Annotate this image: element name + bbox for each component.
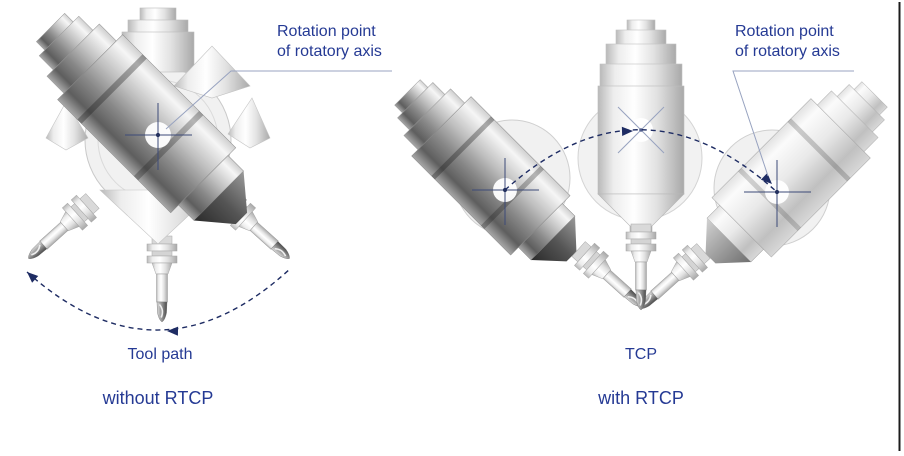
swivel-spindle	[36, 13, 248, 225]
tool-path-label: Tool path	[127, 346, 193, 363]
swivel-position-right	[705, 81, 888, 264]
tool-path-arc	[23, 267, 292, 336]
caption-without-rtcp: without RTCP	[102, 388, 214, 408]
rotation-point-label-right-line2: of rotatory axis	[735, 43, 840, 60]
leader-line-left	[165, 70, 392, 130]
rotation-point-label-left-line2: of rotatory axis	[277, 43, 382, 60]
drill-tool-left	[17, 189, 104, 271]
rotation-point-label-right: Rotation point of rotatory axis	[735, 22, 875, 62]
machine-with-rtcp	[394, 19, 888, 321]
rotation-point-label-left-line1: Rotation point	[277, 23, 376, 40]
rotation-arc	[504, 126, 779, 194]
rotation-point-label-left: Rotation point of rotatory axis	[277, 22, 417, 62]
rotation-point-label-right-line1: Rotation point	[735, 23, 834, 40]
drill-tool-center	[146, 235, 178, 323]
leader-line-right	[732, 70, 854, 177]
tcp-label: TCP	[625, 346, 657, 363]
machine-without-rtcp	[17, 7, 301, 323]
caption-with-rtcp: with RTCP	[598, 388, 684, 408]
